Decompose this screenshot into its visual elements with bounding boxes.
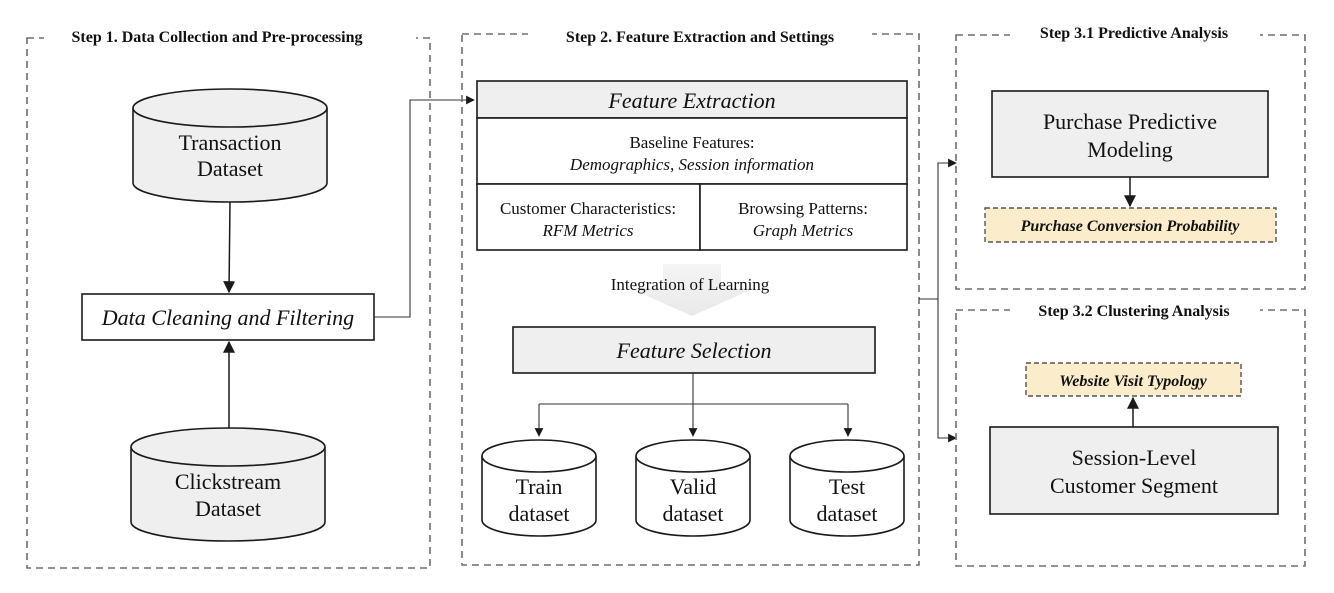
website-visit-typology-label: Website Visit Typology — [1059, 373, 1207, 390]
step3-2-panel: Step 3.2 Clustering Analysis Website Vis… — [955, 297, 1306, 567]
step3-2-title: Step 3.2 Clustering Analysis — [1038, 303, 1229, 320]
segment-model-line1: Session-Level — [1072, 445, 1197, 470]
integration-arrow-icon — [629, 264, 755, 316]
feature-selection-label: Feature Selection — [616, 338, 772, 363]
step3-1-panel: Step 3.1 Predictive Analysis Purchase Pr… — [955, 20, 1306, 290]
feature-extraction-title: Feature Extraction — [607, 88, 775, 113]
step2-title: Step 2. Feature Extraction and Settings — [566, 29, 834, 46]
step1-title: Step 1. Data Collection and Pre-processi… — [72, 29, 363, 46]
customer-characteristics-detail: RFM Metrics — [541, 221, 633, 240]
segment-model-line2: Customer Segment — [1050, 473, 1218, 498]
purchase-predictive-modeling-box: Purchase Predictive Modeling — [991, 90, 1269, 178]
feature-selection-box: Feature Selection — [512, 326, 876, 374]
step1-border — [26, 37, 431, 569]
valid-dataset-line1: Valid — [670, 474, 716, 499]
purchase-conversion-probability-label: Purchase Conversion Probability — [1020, 218, 1241, 235]
test-dataset-line1: Test — [829, 474, 865, 499]
predictive-model-line2: Modeling — [1087, 137, 1173, 162]
step2-panel: Step 2. Feature Extraction and Settings … — [461, 22, 920, 566]
data-cleaning-box: Data Cleaning and Filtering — [81, 293, 375, 341]
arrow-to-predictive — [937, 158, 957, 299]
purchase-conversion-probability-output: Purchase Conversion Probability — [984, 207, 1277, 243]
step1-panel: Step 1. Data Collection and Pre-processi… — [26, 24, 431, 569]
clickstream-dataset-line2: Dataset — [195, 496, 261, 521]
test-dataset-cylinder: Test dataset — [789, 439, 905, 537]
train-dataset-cylinder: Train dataset — [481, 439, 597, 537]
baseline-features-detail: Demographics, Session information — [569, 155, 814, 174]
valid-dataset-cylinder: Valid dataset — [635, 439, 751, 537]
clickstream-dataset-line1: Clickstream — [175, 469, 281, 494]
transaction-dataset-cylinder: Transaction Dataset — [132, 88, 328, 203]
browsing-patterns-title: Browsing Patterns: — [738, 199, 868, 218]
customer-characteristics-cell — [476, 183, 701, 251]
arrow-to-clustering — [937, 299, 957, 443]
arrow-cleaning-to-feature-extraction — [374, 95, 475, 318]
feature-extraction-table: Feature Extraction Baseline Features: De… — [476, 80, 908, 251]
session-level-customer-segment-box: Session-Level Customer Segment — [989, 426, 1279, 515]
test-dataset-line2: dataset — [816, 501, 877, 526]
integration-label: Integration of Learning — [611, 275, 770, 294]
valid-dataset-line2: dataset — [662, 501, 723, 526]
baseline-features-title: Baseline Features: — [629, 133, 754, 152]
step3-1-title: Step 3.1 Predictive Analysis — [1040, 25, 1228, 42]
arrow-transaction-to-cleaning — [223, 201, 236, 294]
website-visit-typology-output: Website Visit Typology — [1025, 362, 1242, 397]
customer-characteristics-title: Customer Characteristics: — [500, 199, 676, 218]
browsing-patterns-detail: Graph Metrics — [753, 221, 854, 240]
train-dataset-line1: Train — [516, 474, 563, 499]
data-cleaning-label: Data Cleaning and Filtering — [101, 305, 354, 330]
transaction-dataset-line2: Dataset — [197, 156, 263, 181]
train-dataset-line2: dataset — [508, 501, 569, 526]
predictive-model-line1: Purchase Predictive — [1043, 109, 1217, 134]
browsing-patterns-cell — [699, 183, 908, 251]
transaction-dataset-line1: Transaction — [178, 130, 281, 155]
clickstream-dataset-cylinder: Clickstream Dataset — [130, 427, 326, 542]
